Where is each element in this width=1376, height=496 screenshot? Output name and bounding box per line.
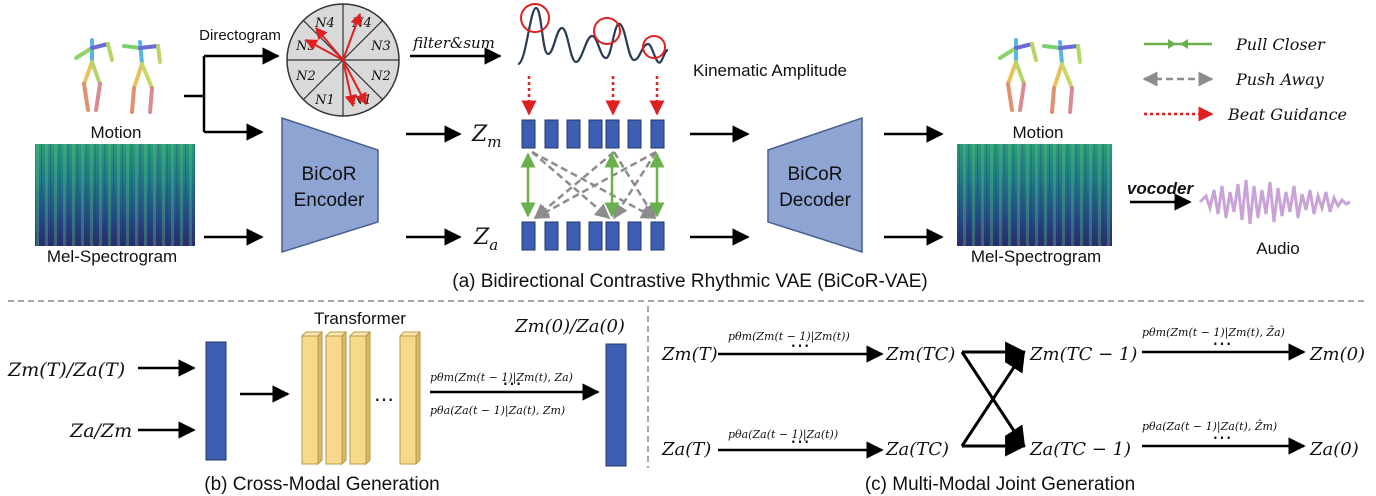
motion-label-input: Motion [90, 123, 141, 142]
transformer-layers [300, 330, 422, 466]
panel-b-eq-top: pθm(Zm(t − 1)|Zm(t), Za) [430, 371, 573, 385]
push-away-arrows [531, 150, 658, 220]
legend-pull-label: Pull Closer [1235, 35, 1326, 54]
vocoder-label: vocoder [1127, 179, 1195, 198]
za-label: Za [473, 225, 498, 254]
panel-b-eq-bottom: pθa(Za(t − 1)|Za(t), Zm) [430, 404, 565, 418]
za-ellipsis-2: ⋯ [1212, 427, 1232, 449]
eq-m1: pθm(Zm(t − 1)|Zm(t)) [728, 330, 850, 344]
encoder-label-line2: Encoder [294, 190, 365, 211]
sector-label: N2 [370, 69, 391, 84]
legend: Pull Closer Push Away Beat Guidance [1142, 35, 1347, 124]
mel-spectrogram-label-output: Mel-Spectrogram [971, 247, 1101, 266]
transformer-label: Transformer [314, 309, 406, 328]
legend-push-label: Push Away [1235, 70, 1325, 89]
directogram-label: Directogram [199, 27, 281, 44]
eq-a1: pθa(Za(t − 1)|Za(t)) [728, 428, 838, 442]
za-ellipsis-1: ⋯ [790, 431, 810, 453]
mel-spectrogram-output [957, 144, 1112, 246]
filter-sum-label: filter&sum [412, 34, 495, 52]
decoder-label-line2: Decoder [779, 190, 851, 211]
panel-b-output: Zm(0)/Za(0) [514, 316, 625, 337]
panel-a-caption: (a) Bidirectional Contrastive Rhythmic V… [452, 271, 928, 292]
beat-peak-markers [520, 3, 666, 59]
pull-closer-arrows [520, 152, 665, 218]
legend-beat-label: Beat Guidance [1227, 105, 1347, 124]
legend-pull-head-right [1168, 39, 1176, 49]
legend-pull-head-left [1180, 39, 1188, 49]
panel-c-caption: (c) Multi-Modal Joint Generation [865, 474, 1135, 495]
panel-b-input2: Za/Zm [69, 420, 132, 442]
transformer-ellipsis: ⋯ [374, 389, 394, 411]
za-0: Za(0) [1309, 439, 1359, 460]
sector-label: N3 [370, 39, 391, 54]
encoder-label-line1: BiCoR [302, 164, 357, 185]
zm-ellipsis-1: ⋯ [790, 335, 810, 357]
directogram-wheel: N4 N4 N3 N3 N2 N2 N1 N1 [286, 3, 400, 117]
skeleton-figure-4 [1042, 40, 1082, 114]
panel-a: Motion Mel-Spectrogram Directogram [35, 3, 1351, 292]
mel-spectrogram-input [35, 144, 195, 246]
output-motion-skeletons [998, 38, 1082, 114]
zm-latent-tokens [521, 119, 665, 149]
denoise-ellipsis: ⋯ [502, 373, 522, 395]
zm-Tc-1: Zm(TC − 1) [1029, 344, 1137, 365]
skeleton-figure-2 [122, 40, 162, 114]
skeleton-figure-3 [998, 38, 1038, 112]
kinematic-amplitude-label: Kinematic Amplitude [693, 61, 847, 80]
zm-label: Zm [471, 122, 502, 151]
decoder-label-line1: BiCoR [788, 164, 843, 185]
input-latent-block [205, 341, 227, 461]
za-T: Za(T) [661, 439, 711, 460]
audio-label: Audio [1256, 239, 1299, 258]
direction-vectors [304, 12, 367, 108]
zm-ellipsis-2: ⋯ [1212, 333, 1232, 355]
cross-exchange-arrows [960, 341, 1027, 457]
beat-guidance-arrows [521, 76, 665, 116]
zm-T: Zm(T) [661, 344, 718, 365]
eq-m2: pθm(Zm(t − 1)|Zm(t), Ẑa) [1142, 325, 1285, 340]
output-latent-block [605, 343, 627, 467]
panel-b-caption: (b) Cross-Modal Generation [204, 474, 439, 495]
mel-spectrogram-label-input: Mel-Spectrogram [47, 247, 177, 266]
zm-Tc: Zm(TC) [885, 344, 955, 365]
bicor-decoder [767, 116, 863, 254]
kinematic-amplitude-curve [516, 6, 669, 66]
sector-label: N1 [314, 93, 335, 108]
panel-b: Zm(T)/Za(T) Za/Zm Transformer ⋯ pθm(Zm(t… [7, 309, 627, 495]
zm-0: Zm(0) [1309, 344, 1365, 365]
panel-b-input1: Zm(T)/Za(T) [7, 359, 125, 381]
motion-branch-arrows [184, 47, 280, 246]
za-Tc: Za(TC) [885, 439, 949, 460]
sector-label: N3 [295, 39, 316, 54]
bicor-encoder [281, 116, 379, 254]
za-Tc-1: Za(TC − 1) [1029, 439, 1131, 460]
skeleton-figure-1 [74, 38, 114, 112]
panel-c: Zm(T) Za(T) pθm(Zm(t − 1)|Zm(t)) ⋯ pθa(Z… [661, 325, 1365, 495]
za-latent-tokens [521, 221, 665, 251]
sector-label: N2 [295, 69, 316, 84]
audio-waveform [1198, 179, 1351, 225]
input-motion-skeletons [74, 38, 162, 114]
motion-label-output: Motion [1012, 123, 1063, 142]
eq-a2: pθa(Za(t − 1)|Za(t), Ẑm) [1142, 419, 1277, 434]
